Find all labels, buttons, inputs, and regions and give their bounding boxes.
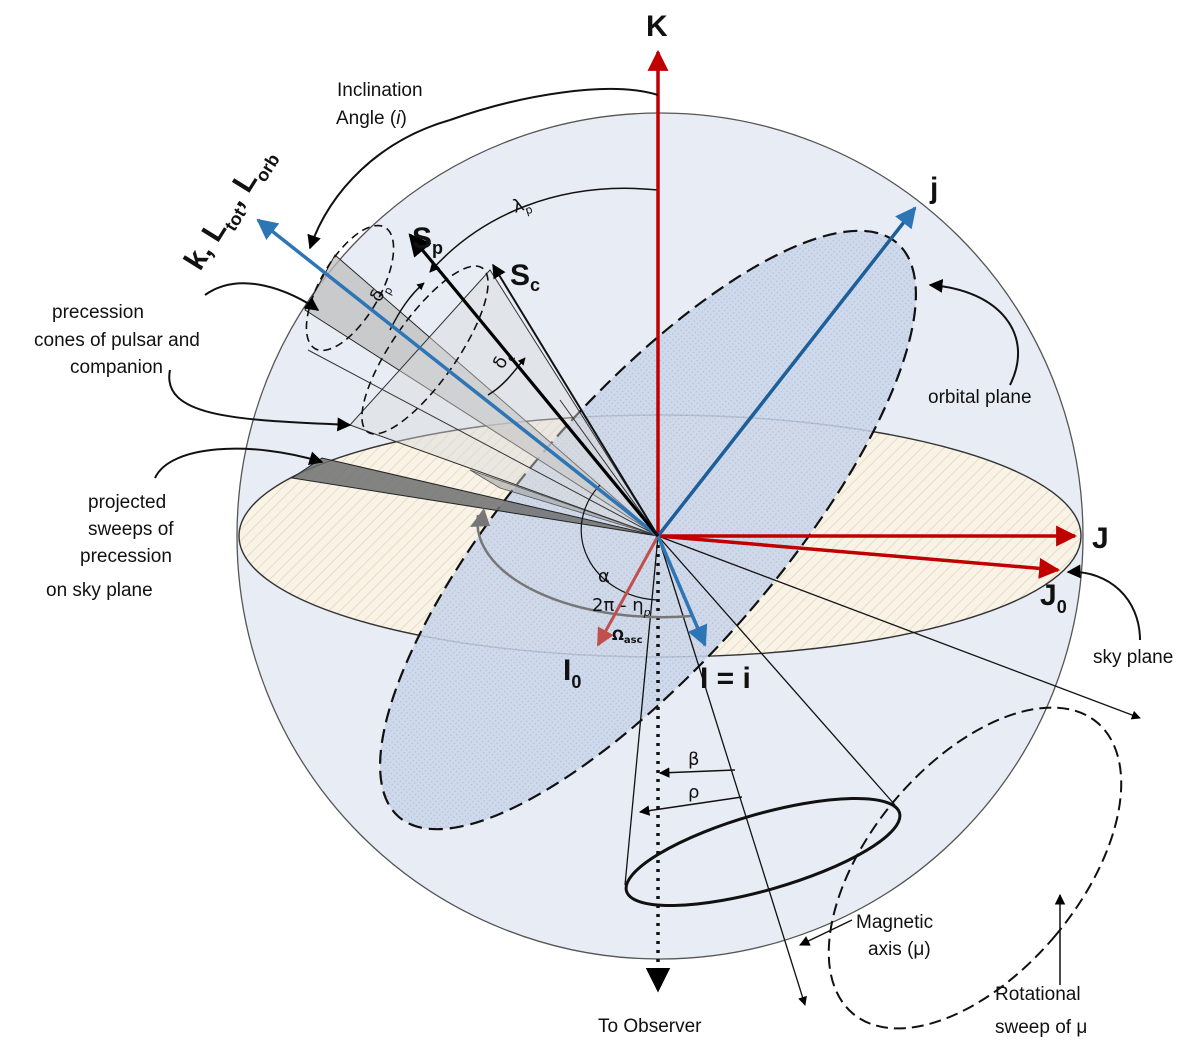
- label-J0-main: J: [1040, 579, 1057, 612]
- eta-arc: [476, 514, 693, 619]
- alpha-label: α: [598, 566, 610, 587]
- projected-sweep-pulsar: [290, 457, 659, 537]
- precession-text-3: companion: [70, 357, 163, 378]
- vector-I: [656, 535, 708, 647]
- companion-cone-edge: [559, 399, 659, 537]
- sky-plane-pointer: [1066, 564, 1141, 641]
- rho-label: ρ: [688, 782, 699, 803]
- lambda-arc: [429, 187, 659, 273]
- label-I0-main: I: [563, 654, 571, 687]
- inclination-text-2: Angle (i): [336, 108, 407, 129]
- two-pi-eta-label: 2π - ηp: [592, 595, 651, 619]
- inclination-text-1: Inclination: [337, 80, 423, 101]
- eta-arc-head: [470, 508, 490, 527]
- inclination-pointer: [307, 119, 451, 250]
- to-observer-text: To Observer: [598, 1016, 702, 1037]
- rotational-text-2: sweep of μ: [995, 1017, 1087, 1038]
- label-I0-sub: 0: [571, 672, 581, 692]
- vector-J0: [657, 534, 1061, 579]
- svg-text:k, Ltot, Lorb: k, Ltot, Lorb: [178, 141, 284, 279]
- projected-text-4: on sky plane: [46, 580, 153, 601]
- label-k-Ltot-Lorb: k, Ltot, Lorb: [178, 141, 284, 279]
- projected-pointer: [154, 447, 324, 479]
- precession-pointer-2: [168, 369, 352, 432]
- label-j: j: [929, 172, 938, 205]
- label-Sp: Sp: [412, 222, 443, 258]
- projected-text-3: precession: [80, 546, 172, 567]
- rho-arrow: [638, 796, 743, 816]
- alpha-arc: [580, 484, 659, 601]
- lambda-p-sub: p: [524, 203, 535, 218]
- projected-text-1: projected: [88, 492, 166, 513]
- vector-Sp: [408, 233, 660, 538]
- label-J0-sub: 0: [1057, 597, 1067, 617]
- magnetic-text-1: Magnetic: [856, 912, 933, 933]
- inclination-text-2a: Angle (: [336, 108, 397, 129]
- label-I-eq-i: I = i: [700, 662, 751, 695]
- sky-plane-text: sky plane: [1093, 647, 1173, 668]
- magnetic-pointer: [799, 919, 853, 946]
- omega-asc-label: Ωasc: [612, 628, 643, 646]
- delta-c-sub: c: [504, 353, 518, 364]
- rotational-text-1: Rotational: [995, 984, 1081, 1005]
- beam-line-2: [657, 535, 896, 806]
- label-K: K: [646, 10, 668, 43]
- vector-k-L: [256, 218, 660, 538]
- beam-line-1: [624, 535, 659, 886]
- beta-arrow: [658, 767, 736, 778]
- orbital-plane-pointer: [928, 278, 1020, 386]
- vector-Sc: [492, 263, 659, 537]
- omega-asc-sub: asc: [624, 635, 643, 646]
- precession-pointer: [204, 282, 320, 311]
- label-Sp-main: S: [412, 222, 432, 255]
- vector-I0: [596, 535, 660, 647]
- inclination-text-2i: i: [396, 108, 401, 129]
- label-Sp-sub: p: [432, 238, 443, 258]
- label-J0: J0: [1040, 579, 1067, 617]
- delta-c-arc: [487, 357, 526, 396]
- inclination-text-2b: ): [400, 108, 406, 129]
- precession-text-2: cones of pulsar and: [34, 330, 200, 351]
- orbital-plane-text: orbital plane: [928, 387, 1032, 408]
- label-Sc: Sc: [510, 259, 540, 295]
- projected-text-2: sweeps of: [88, 519, 174, 540]
- magnetic-text-2: axis (μ): [868, 939, 931, 960]
- omega-asc-main: Ω: [612, 628, 624, 644]
- vector-j: [656, 206, 917, 538]
- beta-label: β: [688, 749, 700, 770]
- rotation-sweep-line: [657, 535, 1141, 720]
- rotational-sweep-ellipse: [827, 706, 1123, 1030]
- two-pi-eta-sub: p: [643, 606, 651, 619]
- label-I0: I0: [563, 654, 581, 692]
- pulsar-cone-edge: [307, 349, 659, 537]
- label-J: J: [1092, 522, 1109, 555]
- beam-cone-base: [624, 796, 902, 908]
- inclination-pointer-start: [449, 88, 659, 121]
- label-Sc-sub: c: [530, 275, 540, 295]
- label-Sc-main: S: [510, 259, 530, 292]
- two-pi-eta-main: 2π - η: [592, 595, 644, 616]
- precession-text-1: precession: [52, 302, 144, 323]
